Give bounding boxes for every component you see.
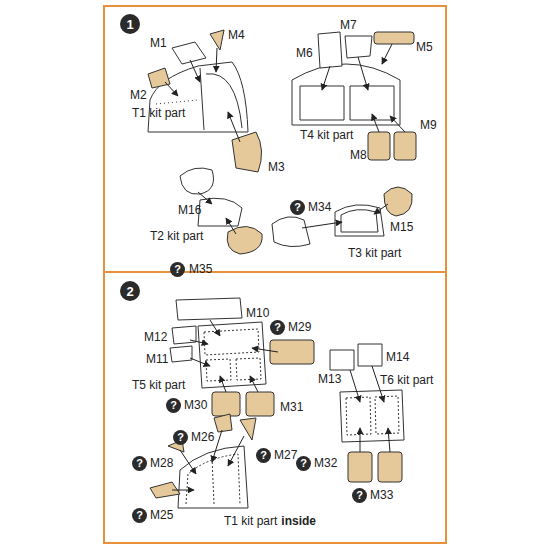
mask: [172, 326, 196, 344]
mask: [246, 392, 274, 416]
help-icon: ?: [256, 448, 271, 463]
mask-number: M15: [390, 220, 413, 234]
part-label: T4 kit part: [300, 128, 353, 142]
mask-number: M13: [318, 372, 341, 386]
help-icon: ?: [290, 200, 305, 215]
mask-number: M32: [314, 456, 337, 470]
mask-number: M30: [184, 398, 207, 412]
help-icon: ?: [296, 456, 311, 471]
mask: [212, 392, 240, 416]
mask-number: M6: [296, 46, 313, 60]
part-label: T5 kit part: [132, 378, 185, 392]
mask-number: M2: [130, 88, 147, 102]
mask: [345, 36, 372, 58]
kit-part: [292, 64, 400, 125]
mask-number: M31: [280, 400, 303, 414]
mask-number: M28: [150, 456, 173, 470]
mask: [180, 168, 214, 194]
mask: [384, 187, 412, 216]
help-icon: ?: [170, 262, 185, 277]
mask: [394, 132, 416, 160]
mask: [348, 452, 372, 482]
kit-part: [346, 396, 399, 435]
mask-number: M29: [288, 320, 311, 334]
mask: [330, 350, 354, 370]
mask-number: M33: [370, 488, 393, 502]
leader-arrow: [165, 44, 405, 490]
help-icon: ?: [352, 488, 367, 503]
part-label: T2 kit part: [150, 229, 203, 243]
help-icon: ?: [166, 398, 181, 413]
mask-number: M25: [150, 508, 173, 522]
mask-number: M14: [386, 350, 409, 364]
help-icon: ?: [132, 456, 147, 471]
part-label: T3 kit part: [348, 246, 401, 260]
kit-part: [186, 454, 240, 504]
rivet-row: [156, 100, 198, 104]
mask: [368, 132, 390, 160]
mask-number: M35: [189, 262, 212, 276]
kit-part: [198, 198, 242, 226]
mask: [227, 226, 262, 254]
kit-part: [340, 390, 404, 442]
step-number-text: 1: [126, 17, 133, 32]
mask: [240, 418, 256, 440]
part-label: inside: [281, 514, 316, 528]
part-label: T1 kit part: [132, 106, 185, 120]
kit-part: [300, 86, 344, 120]
mask: [374, 32, 414, 44]
mask: [170, 346, 192, 362]
mask-number: M5: [416, 40, 433, 54]
mask-number: M26: [191, 430, 214, 444]
mask: [148, 68, 170, 88]
help-icon: ?: [270, 320, 285, 335]
mask-number: M7: [340, 18, 357, 32]
mask: [176, 298, 242, 320]
mask: [210, 30, 224, 50]
mask-number: M16: [178, 203, 201, 217]
kit-part: [148, 62, 248, 132]
kit-part: [200, 68, 242, 130]
mask: [318, 32, 342, 68]
kit-part: [198, 322, 266, 388]
mask-number: M34: [308, 200, 331, 214]
mask: [172, 42, 206, 64]
mask-number: M10: [246, 306, 269, 320]
mask-number: M12: [144, 330, 167, 344]
step-number: 2: [120, 281, 140, 301]
mask-number: M27: [274, 448, 297, 462]
mask-number: M4: [228, 28, 245, 42]
mask: [378, 452, 402, 482]
help-icon: ?: [132, 508, 147, 523]
mask-number: M3: [268, 160, 285, 174]
mask: [232, 132, 262, 172]
part-label: T6 kit part: [380, 373, 433, 387]
kit-part: [178, 446, 248, 508]
kit-part: [204, 329, 261, 381]
mask: [358, 344, 382, 366]
panel-frame: [104, 6, 446, 543]
kit-part: [335, 205, 384, 236]
step-number: 1: [120, 14, 140, 34]
help-icon: ?: [173, 430, 188, 445]
mask: [272, 217, 310, 247]
mask-number: M8: [350, 148, 367, 162]
kit-part: [341, 210, 378, 232]
part-label: T1 kit part: [224, 514, 277, 528]
mask-number: M1: [150, 36, 167, 50]
mask-number: M11: [146, 352, 168, 366]
mask-number: M9: [420, 118, 437, 132]
mask: [214, 414, 232, 432]
step-number-text: 2: [126, 284, 133, 299]
